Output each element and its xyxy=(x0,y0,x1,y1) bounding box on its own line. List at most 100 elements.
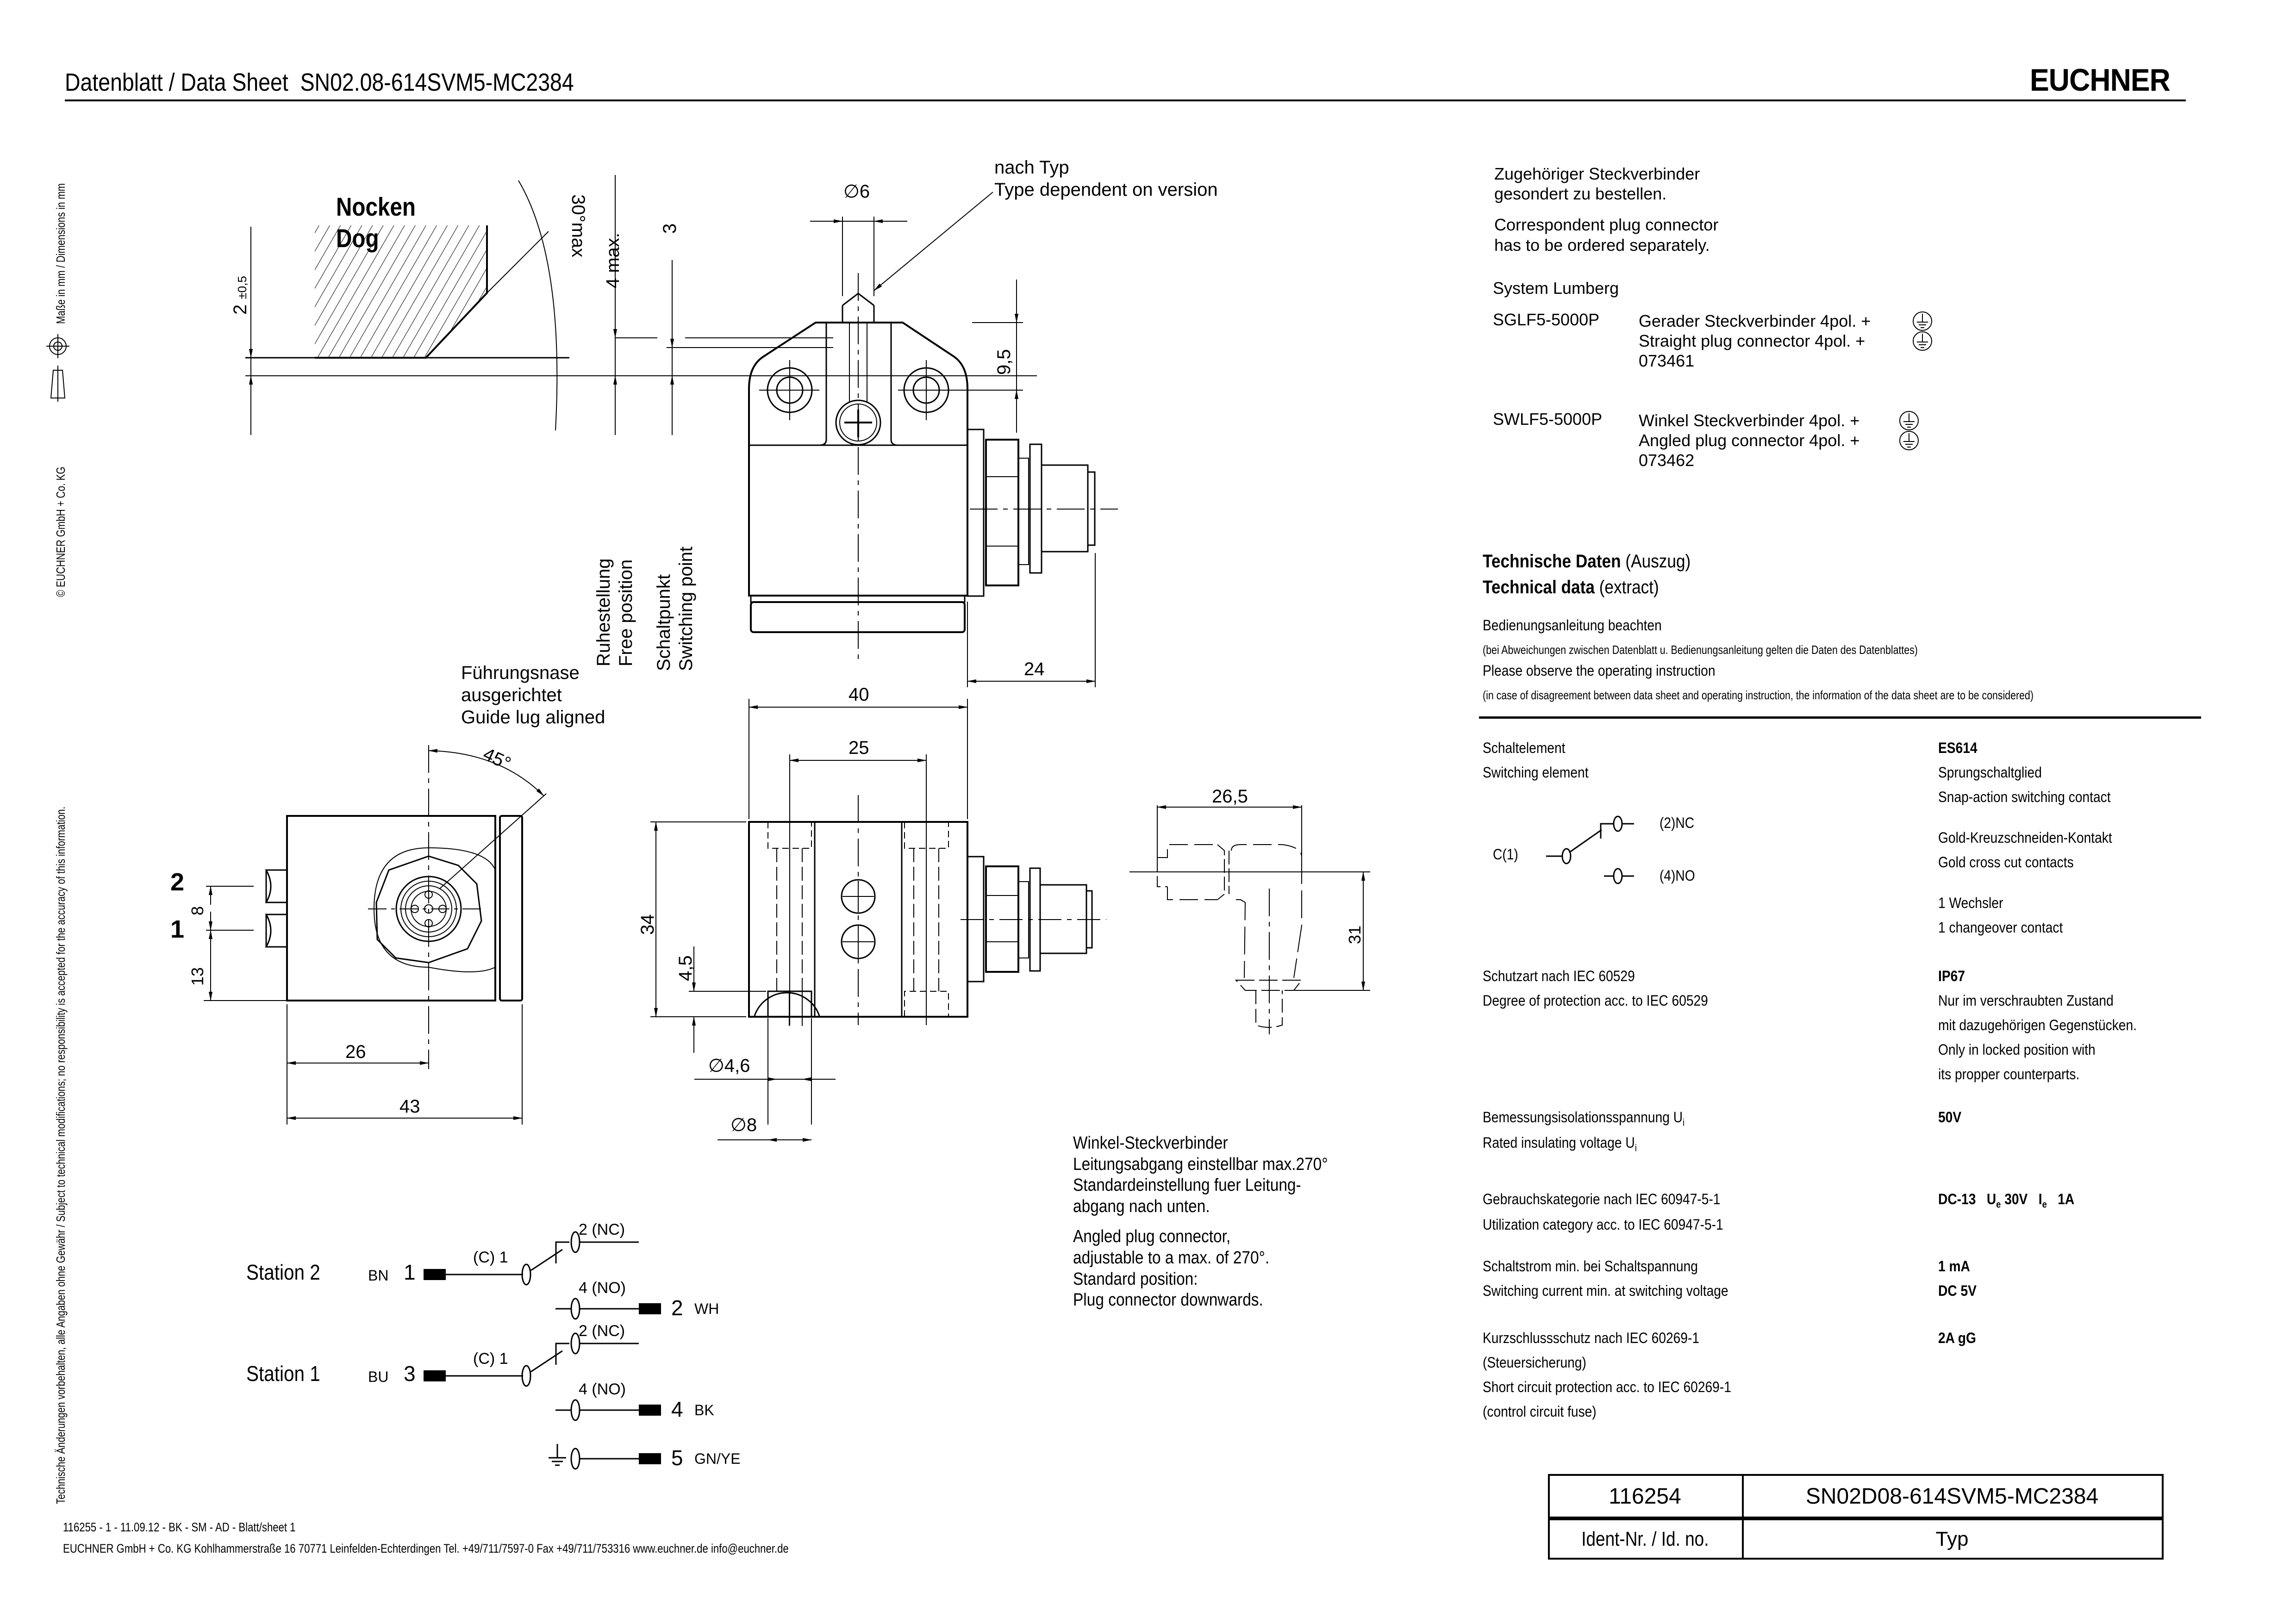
footer-line-1: 116255 - 1 - 11.09.12 - BK - SM - AD - B… xyxy=(63,1520,296,1534)
protection-label-de: Schutzart nach IEC 60529 xyxy=(1483,968,1635,984)
connector-item-1-en: Straight plug connector 4pol. + xyxy=(1639,331,1866,351)
protection-v2: mit dazugehörigen Gegenstücken. xyxy=(1938,1017,2137,1033)
type-number: SN02D08-614SVM5-MC2384 xyxy=(1805,1484,2099,1509)
dim-2-value: 2 xyxy=(230,304,250,315)
instr-en: Please observe the operating instruction xyxy=(1483,662,1716,679)
title-block-vline xyxy=(1742,1476,1744,1558)
utilization-value: DC-13 Ue 30V Ie 1A xyxy=(1938,1191,2074,1210)
ident-number: 116254 xyxy=(1609,1484,1681,1509)
utilization-ue: U xyxy=(1986,1191,1997,1207)
dim-34: 34 xyxy=(637,914,658,935)
switching-point-en: Switching point xyxy=(676,546,696,671)
switching-element-v4: Gold cross cut contacts xyxy=(1938,854,2074,871)
connector-note-de-1: Zugehöriger Steckverbinder xyxy=(1494,164,1700,183)
euchner-logo: EUCHNER xyxy=(2030,62,2171,98)
connector-item-2-desc: Winkel Steckverbinder 4pol. + Angled plu… xyxy=(1639,410,1859,471)
switching-current-label-de: Schaltstrom min. bei Schaltspannung xyxy=(1483,1258,1698,1275)
station-2-common: (C) 1 xyxy=(473,1249,508,1266)
angled-note-en-3: Standard position: xyxy=(1073,1269,1198,1289)
station-1-color: BU xyxy=(368,1368,389,1385)
title-block-hline xyxy=(1550,1517,2162,1520)
connector-item-1-code: SGLF5-5000P xyxy=(1493,310,1600,329)
header-rule xyxy=(65,99,2186,101)
connector-note: Zugehöriger Steckverbinder gesondert zu … xyxy=(1494,164,1718,255)
switching-symbol-no: (4)NO xyxy=(1660,867,1695,884)
angled-note-de-1: Winkel-Steckverbinder xyxy=(1073,1133,1228,1153)
protection-value: IP67 xyxy=(1938,968,1965,984)
station-marker-2: 2 xyxy=(170,868,185,896)
station-2-color: BN xyxy=(368,1267,389,1284)
dim-4-5: 4,5 xyxy=(675,955,696,981)
wiring-diagram xyxy=(424,1231,661,1470)
dim-8: 8 xyxy=(188,906,207,915)
short-circuit-label-de-2: (Steuersicherung) xyxy=(1483,1354,1586,1371)
utilization-ue-value: 30V xyxy=(2004,1191,2028,1207)
connector-item-2-en: Angled plug connector 4pol. + xyxy=(1639,431,1860,450)
utilization-label-en: Utilization category acc. to IEC 60947-5… xyxy=(1483,1216,1723,1233)
type-note-de: nach Typ xyxy=(994,157,1069,178)
dia-6: ∅6 xyxy=(843,181,870,202)
station-1-label: Station 1 xyxy=(246,1362,320,1386)
utilization-ue-sub: e xyxy=(1996,1199,2001,1210)
footer-line-2: EUCHNER GmbH + Co. KG Kohlhammerstraße 1… xyxy=(63,1542,789,1555)
connector-item-1-desc: Gerader Steckverbinder 4pol. + Straight … xyxy=(1639,311,1871,371)
tech-heading-de: Technische Daten (Auszug) xyxy=(1483,552,1691,571)
connector-note-en-1: Correspondent plug connector xyxy=(1494,215,1719,235)
dog-label-de: Nocken xyxy=(336,192,416,221)
dim-31: 31 xyxy=(1345,925,1364,944)
title-product: SN02.08-614SVM5-MC2384 xyxy=(300,68,574,96)
angle-30-max: 30°max xyxy=(568,194,588,258)
dim-13: 13 xyxy=(188,967,207,986)
tech-heading-de-rest: (Auszug) xyxy=(1621,551,1691,572)
switching-point-label: Schaltpunkt Switching point xyxy=(653,547,697,671)
instr-de-note: (bei Abweichungen zwischen Datenblatt u.… xyxy=(1483,643,1918,657)
short-circuit-label-en-2: (control circuit fuse) xyxy=(1483,1403,1597,1420)
system-lumberg: System Lumberg xyxy=(1493,279,1619,298)
protection-v1: Nur im verschraubten Zustand xyxy=(1938,992,2114,1009)
tech-divider xyxy=(1479,716,2201,719)
utilization-ie-sub: e xyxy=(2042,1199,2047,1210)
connector-item-2-number: 073462 xyxy=(1639,451,1695,470)
connector-item-1-de: Gerader Steckverbinder 4pol. + xyxy=(1639,311,1871,330)
switching-element-label-de: Schaltelement xyxy=(1483,740,1566,756)
insulation-label-en: Rated insulating voltage Ui xyxy=(1483,1135,1637,1153)
projection-symbol-icon xyxy=(46,333,69,403)
insulation-label-de: Bemessungsisolationsspannung Ui xyxy=(1483,1109,1685,1127)
insulation-label-de-text: Bemessungsisolationsspannung U xyxy=(1483,1109,1683,1126)
dim-26: 26 xyxy=(345,1042,366,1062)
angled-connector-note: Winkel-Steckverbinder Leitungsabgang ein… xyxy=(1073,1133,1328,1311)
type-label: Typ xyxy=(1935,1528,1969,1550)
guide-lug-line-3: Guide lug aligned xyxy=(461,707,605,728)
dim-40: 40 xyxy=(849,684,869,705)
dia-8: ∅8 xyxy=(730,1115,757,1135)
switch-side-view xyxy=(204,745,547,1125)
dim-3: 3 xyxy=(660,223,680,234)
title-block: 116254 SN02D08-614SVM5-MC2384 Ident-Nr. … xyxy=(1548,1474,2164,1560)
angled-connector-drawing xyxy=(1129,805,1370,1034)
station-2-pin: 1 xyxy=(404,1260,416,1284)
dim-25: 25 xyxy=(849,738,869,758)
ground-pin: 5 xyxy=(671,1446,683,1470)
switching-point-de: Schaltpunkt xyxy=(654,574,674,671)
dim-2: 2 ±0,5 xyxy=(230,276,250,315)
tech-heading-de-bold: Technische Daten xyxy=(1483,551,1621,572)
free-position-label: Ruhestellung Free position xyxy=(593,559,637,667)
angled-note-en-2: adjustable to a max. of 270°. xyxy=(1073,1248,1270,1268)
switching-current-value-1: 1 mA xyxy=(1938,1258,1970,1275)
ground-icon xyxy=(549,1444,566,1466)
switching-element-v5: 1 Wechsler xyxy=(1938,895,2003,911)
switching-element-v3: Gold-Kreuzschneiden-Kontakt xyxy=(1938,829,2112,846)
angled-note-de-4: abgang nach unten. xyxy=(1073,1196,1210,1216)
switching-element-label-en: Switching element xyxy=(1483,764,1589,781)
protection-v4: its propper counterparts. xyxy=(1938,1066,2080,1082)
dim-4-max: 4 max. xyxy=(603,232,623,288)
type-note-en: Type dependent on version xyxy=(994,180,1218,200)
station-2-label: Station 2 xyxy=(246,1260,320,1284)
type-number-cell: SN02D08-614SVM5-MC2384 xyxy=(1744,1476,2160,1517)
ident-number-cell: 116254 xyxy=(1550,1476,1740,1517)
type-note: nach Typ Type dependent on version xyxy=(994,156,1218,201)
dia-4-6: ∅4,6 xyxy=(708,1056,750,1076)
dim-2-tolerance: ±0,5 xyxy=(235,276,249,299)
station-1-out-color: BK xyxy=(694,1402,714,1418)
